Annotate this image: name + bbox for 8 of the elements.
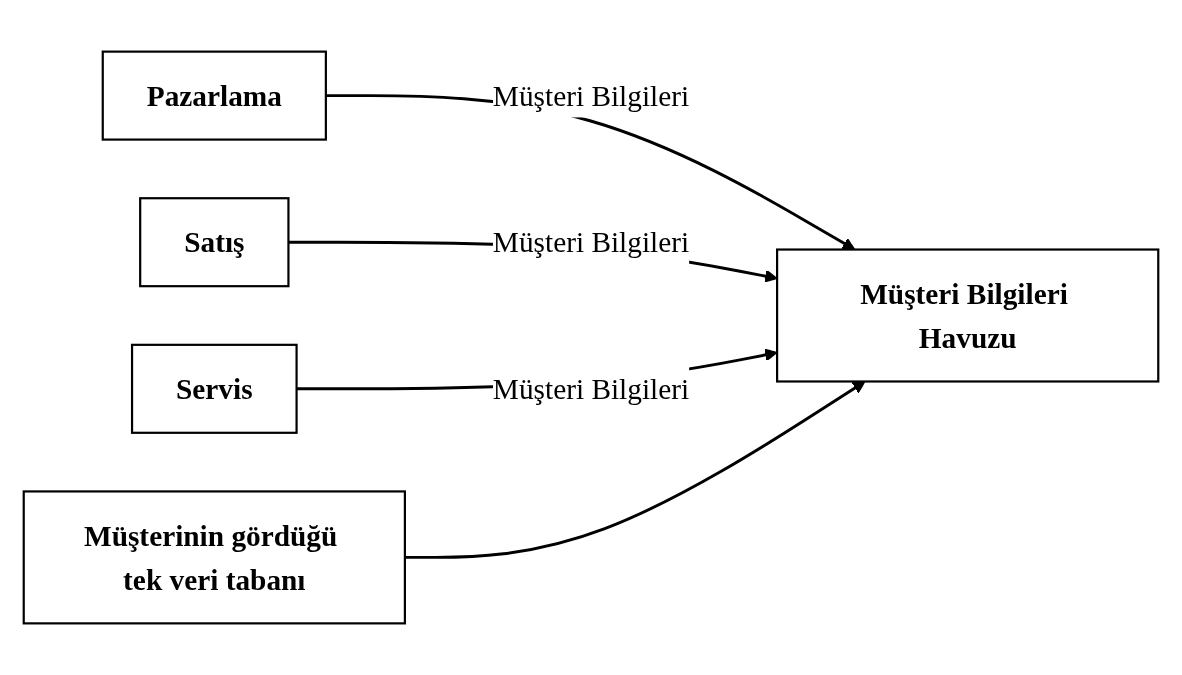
edge-label: Müşteri Bilgileri [492,79,690,112]
node-box: Pazarlama [101,50,327,141]
edge-label: Müşteri Bilgileri [492,226,690,259]
node-box: Satış [139,197,290,288]
node-box: Müşterinin gördüğü tek veri tabanı [22,490,406,625]
edge-label: Müşteri Bilgileri [492,372,690,405]
node-box: Servis [130,343,298,434]
node-box: Müşteri Bilgileri Havuzu [776,248,1160,383]
